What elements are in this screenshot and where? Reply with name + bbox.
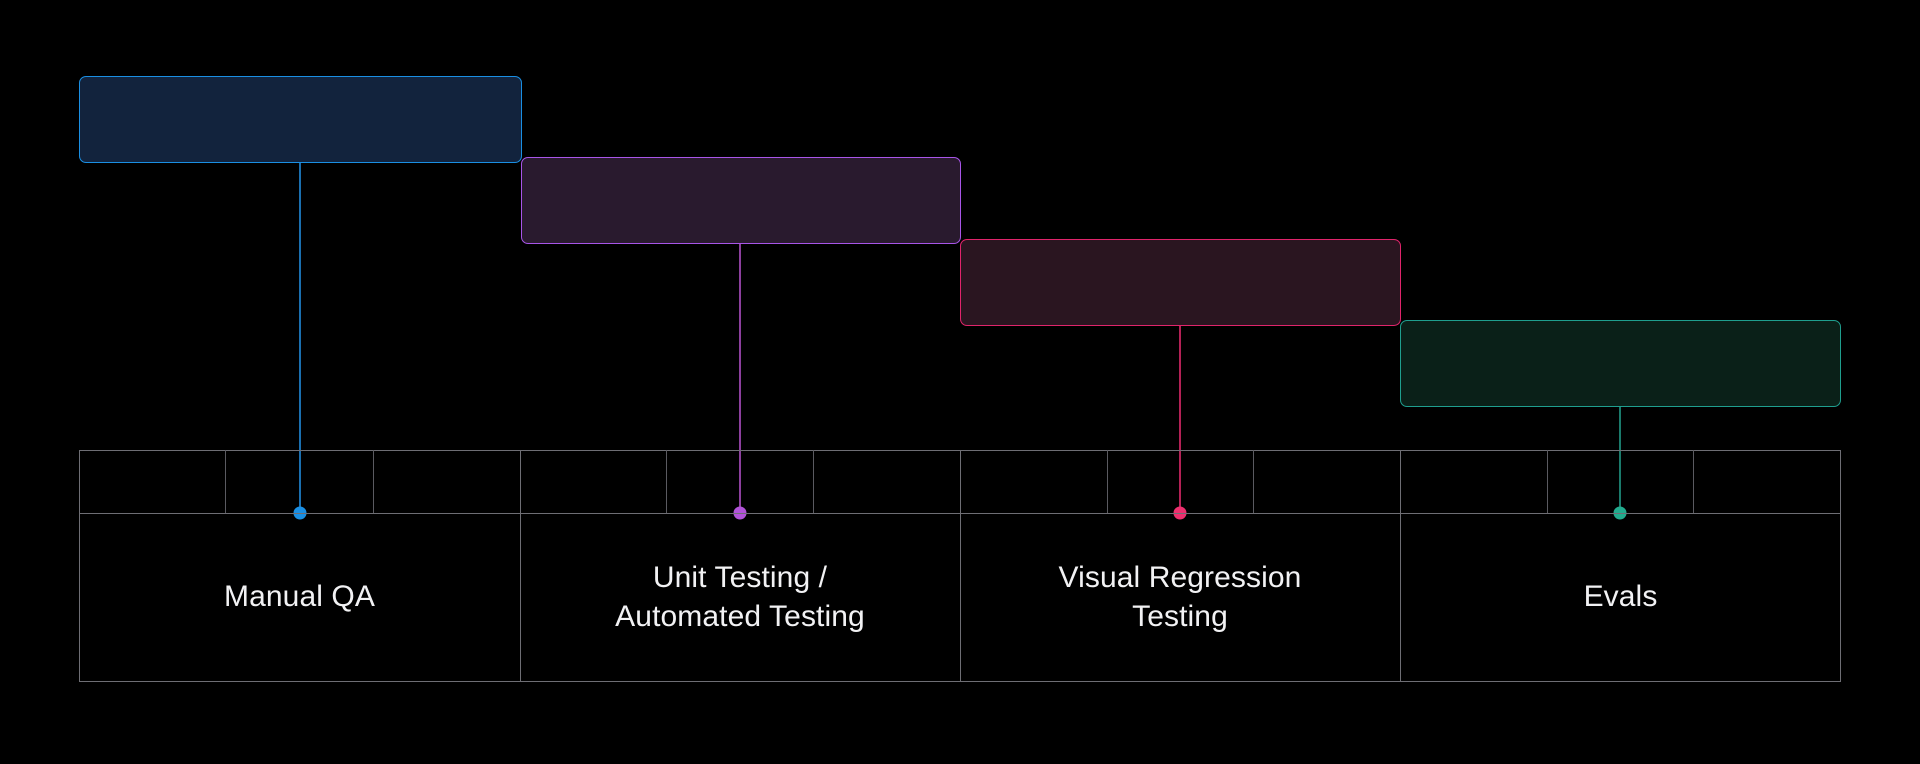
connector-line-manual-qa — [299, 163, 301, 513]
grid-tick-line — [1693, 450, 1694, 513]
grid-tick-line — [225, 450, 226, 513]
timeline-grid: Manual QA Unit Testing / Automated Testi… — [79, 450, 1841, 682]
grid-section-divider — [1400, 450, 1401, 682]
connector-line-unit-testing — [739, 244, 741, 513]
grid-section-divider — [520, 450, 521, 682]
grid-tick-line — [1107, 450, 1108, 513]
connector-line-visual-regression — [1179, 326, 1181, 513]
connector-line-evals — [1619, 407, 1621, 513]
grid-tick-line — [1547, 450, 1548, 513]
section-label-evals: Evals — [1583, 580, 1658, 614]
grid-tick-line — [813, 450, 814, 513]
bar-evals — [1400, 320, 1841, 407]
bar-unit-testing — [521, 157, 961, 244]
section-label-unit-testing: Unit Testing / Automated Testing — [615, 561, 865, 633]
section-label-manual-qa: Manual QA — [224, 580, 375, 614]
bar-visual-regression — [960, 239, 1401, 326]
grid-tick-line — [666, 450, 667, 513]
grid-section-divider — [960, 450, 961, 682]
grid-tick-line — [373, 450, 374, 513]
section-label-visual-regression: Visual Regression Testing — [1058, 561, 1302, 633]
grid-tick-line — [1253, 450, 1254, 513]
bar-manual-qa — [79, 76, 522, 163]
